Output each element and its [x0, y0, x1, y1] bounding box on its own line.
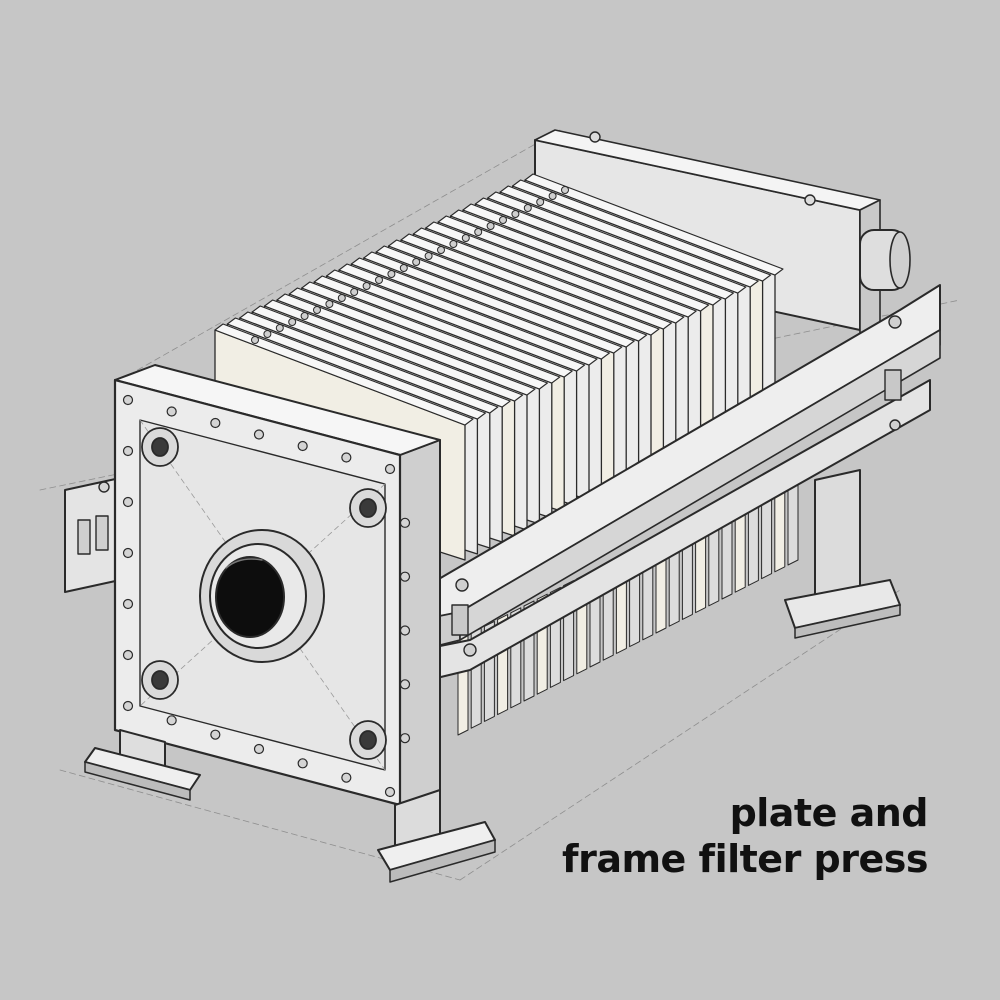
rim-bolt [122, 700, 134, 712]
rim-bolt [297, 440, 308, 452]
rim-bolt [384, 463, 396, 475]
feed-port [199, 529, 325, 663]
filter-plate-top-edge [499, 185, 759, 288]
rim-bolt [399, 679, 411, 690]
rim-bolt [122, 445, 134, 457]
plate-handle [511, 210, 520, 218]
filter-plate-top-edge [350, 257, 610, 360]
rim-bolt [341, 772, 352, 783]
diagram-caption: plate and frame filter press [508, 790, 928, 882]
plate-handle [313, 306, 321, 314]
filter-plate-top-edge [400, 233, 660, 336]
filter-plate-top-edge [363, 251, 623, 354]
plate-handle [474, 228, 483, 236]
plate-handle [437, 246, 445, 254]
rim-bolt [122, 496, 134, 508]
filter-plate-top-edge [375, 245, 635, 348]
rim-bolt [399, 571, 411, 582]
rim-bolt [210, 729, 221, 740]
rim-bolt [399, 625, 411, 636]
filter-plate-top-edge [425, 221, 685, 324]
plate-handle [561, 186, 569, 194]
plate-handle [486, 222, 495, 230]
filter-plate-top-edge [214, 323, 474, 426]
hydraulic-cylinder [859, 229, 911, 291]
plate-handle [499, 216, 507, 224]
filter-plate-top-edge [239, 311, 499, 414]
plate-handle [424, 252, 433, 260]
filter-plate-top-edge [388, 239, 648, 342]
plate-handle [275, 324, 284, 332]
rim-bolt [253, 743, 265, 755]
filter-plate-top-edge [313, 275, 573, 378]
filter-plate-top-edge [251, 305, 511, 408]
rim-bolt [122, 649, 134, 661]
filter-plate-top-edge [462, 203, 722, 306]
filter-plate-top-edge [276, 293, 536, 396]
beam-bolts [451, 315, 902, 657]
corner-ports [141, 427, 387, 760]
plate-handle [375, 276, 383, 284]
side-bracket [64, 477, 121, 593]
filter-plate-top-edge [326, 269, 586, 372]
caption-line-1: plate and [729, 791, 929, 835]
plate-stack [214, 173, 784, 561]
rim-bolt [166, 406, 177, 417]
rim-bolt [122, 394, 134, 406]
plate-handle [399, 264, 408, 272]
rim-bolt [210, 417, 221, 429]
filter-plate-top-edge [288, 287, 548, 390]
plate-handle [337, 294, 346, 302]
plate-handle [288, 318, 297, 326]
plate-handle [449, 240, 458, 248]
plate-handle [300, 312, 309, 320]
plate-handle [263, 330, 272, 338]
front-leg [84, 729, 496, 883]
plate-handle [350, 288, 359, 296]
plate-handle [536, 198, 545, 206]
plate-handle [325, 300, 334, 308]
filter-plate-top-edge [412, 227, 672, 330]
plate-handle [251, 336, 259, 344]
rim-bolt [297, 758, 308, 769]
plate-handle [412, 258, 421, 266]
rim-bolt [122, 547, 134, 559]
filter-plate-top-edge [512, 179, 772, 282]
rear-leg [784, 469, 901, 639]
filter-plate-top-edge [474, 197, 734, 300]
plate-handle [461, 234, 470, 242]
near-side-beam [419, 284, 941, 683]
filter-plate-top-edge [301, 281, 561, 384]
rim-bolt [399, 733, 411, 744]
rim-bolt [399, 517, 411, 528]
rim-bolt [166, 715, 177, 726]
filter-plate-top-edge [487, 191, 747, 294]
plate-handle [387, 270, 396, 278]
filter-plate-top-edge [264, 299, 524, 402]
rim-bolt [384, 786, 396, 798]
filter-plate-top-edge [437, 215, 697, 318]
filter-plate-top-edge [450, 209, 710, 312]
rim-bolt [253, 429, 265, 440]
filter-plate-top-edge [226, 317, 486, 420]
rim-bolt [122, 598, 134, 610]
plate-handle [523, 204, 532, 212]
rim-bolts [122, 394, 411, 798]
filter-plate-top-edge [338, 263, 598, 366]
caption-line-2: frame filter press [562, 837, 928, 881]
rim-bolt [341, 452, 352, 463]
plate-handle [362, 282, 371, 290]
filter-plate-top-edge [524, 173, 784, 276]
plate-handle [548, 192, 557, 200]
